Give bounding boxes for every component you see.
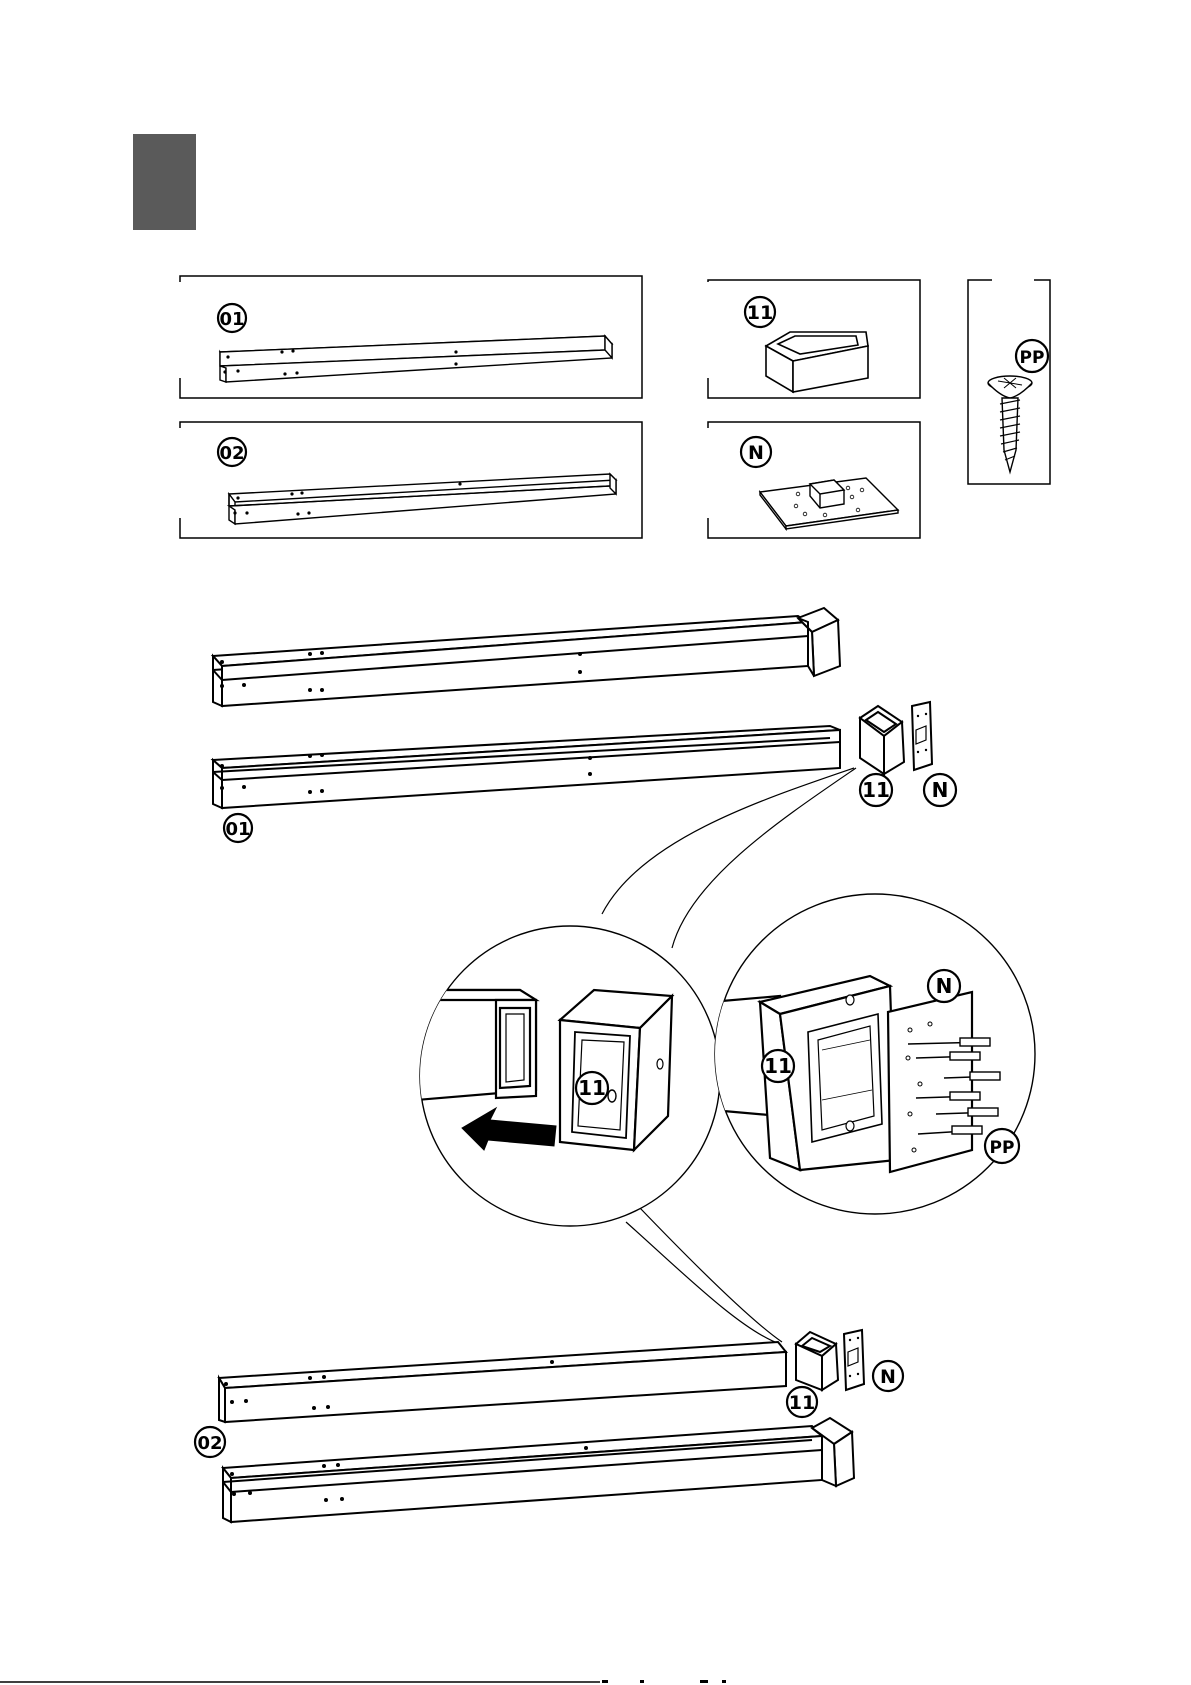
label-02-assembly: 02 (195, 1427, 225, 1457)
assembled-beam-02-top (219, 1342, 786, 1422)
label-11-detail-right: 11 (762, 1050, 794, 1082)
label-01-parts: 01 (218, 304, 246, 332)
svg-text:01: 01 (225, 819, 250, 840)
label-pp-parts: PP (1016, 340, 1048, 372)
svg-text:11: 11 (862, 778, 890, 802)
detail-circle-left (400, 926, 720, 1226)
label-11-assembly-top: 11 (860, 774, 892, 806)
label-11-detail-left: 11 (576, 1072, 608, 1104)
exploded-bracket-11-top (860, 706, 904, 774)
exploded-plate-n-bottom (844, 1330, 864, 1390)
label-n-assembly-bottom: N (873, 1361, 903, 1391)
svg-text:N: N (748, 442, 764, 464)
label-11-assembly-bottom: 11 (787, 1387, 817, 1417)
label-01-assembly: 01 (224, 814, 252, 842)
svg-text:02: 02 (197, 1433, 222, 1454)
svg-text:N: N (880, 1366, 896, 1388)
svg-text:11: 11 (764, 1054, 792, 1078)
part-01-beam (220, 336, 612, 382)
svg-text:01: 01 (219, 309, 244, 330)
assembled-beam-01-bottom (213, 726, 840, 808)
footer-marks (602, 1680, 726, 1683)
svg-text:11: 11 (578, 1076, 606, 1100)
label-pp-detail-right: PP (985, 1129, 1019, 1163)
svg-text:11: 11 (747, 302, 773, 324)
detail-circle-right (710, 894, 1035, 1214)
svg-text:N: N (936, 974, 953, 998)
svg-text:PP: PP (990, 1138, 1015, 1158)
svg-text:PP: PP (1020, 348, 1045, 368)
part-n-plate (760, 478, 898, 529)
svg-text:02: 02 (219, 443, 244, 464)
assembled-beam-01-top (213, 608, 840, 706)
svg-text:11: 11 (789, 1392, 815, 1414)
exploded-plate-n-top (912, 702, 932, 770)
part-11-bracket (766, 332, 868, 392)
label-02-parts: 02 (218, 438, 246, 466)
assembled-beam-02-bottom (223, 1418, 854, 1522)
label-11-parts: 11 (745, 297, 775, 327)
part-02-beam (229, 474, 616, 524)
label-n-detail-right: N (928, 970, 960, 1002)
exploded-bracket-11-bottom (796, 1332, 838, 1390)
label-n-parts: N (741, 437, 771, 467)
svg-text:N: N (932, 778, 949, 802)
label-n-assembly-top: N (924, 774, 956, 806)
step-marker (133, 134, 196, 230)
part-pp-screw (988, 376, 1032, 472)
